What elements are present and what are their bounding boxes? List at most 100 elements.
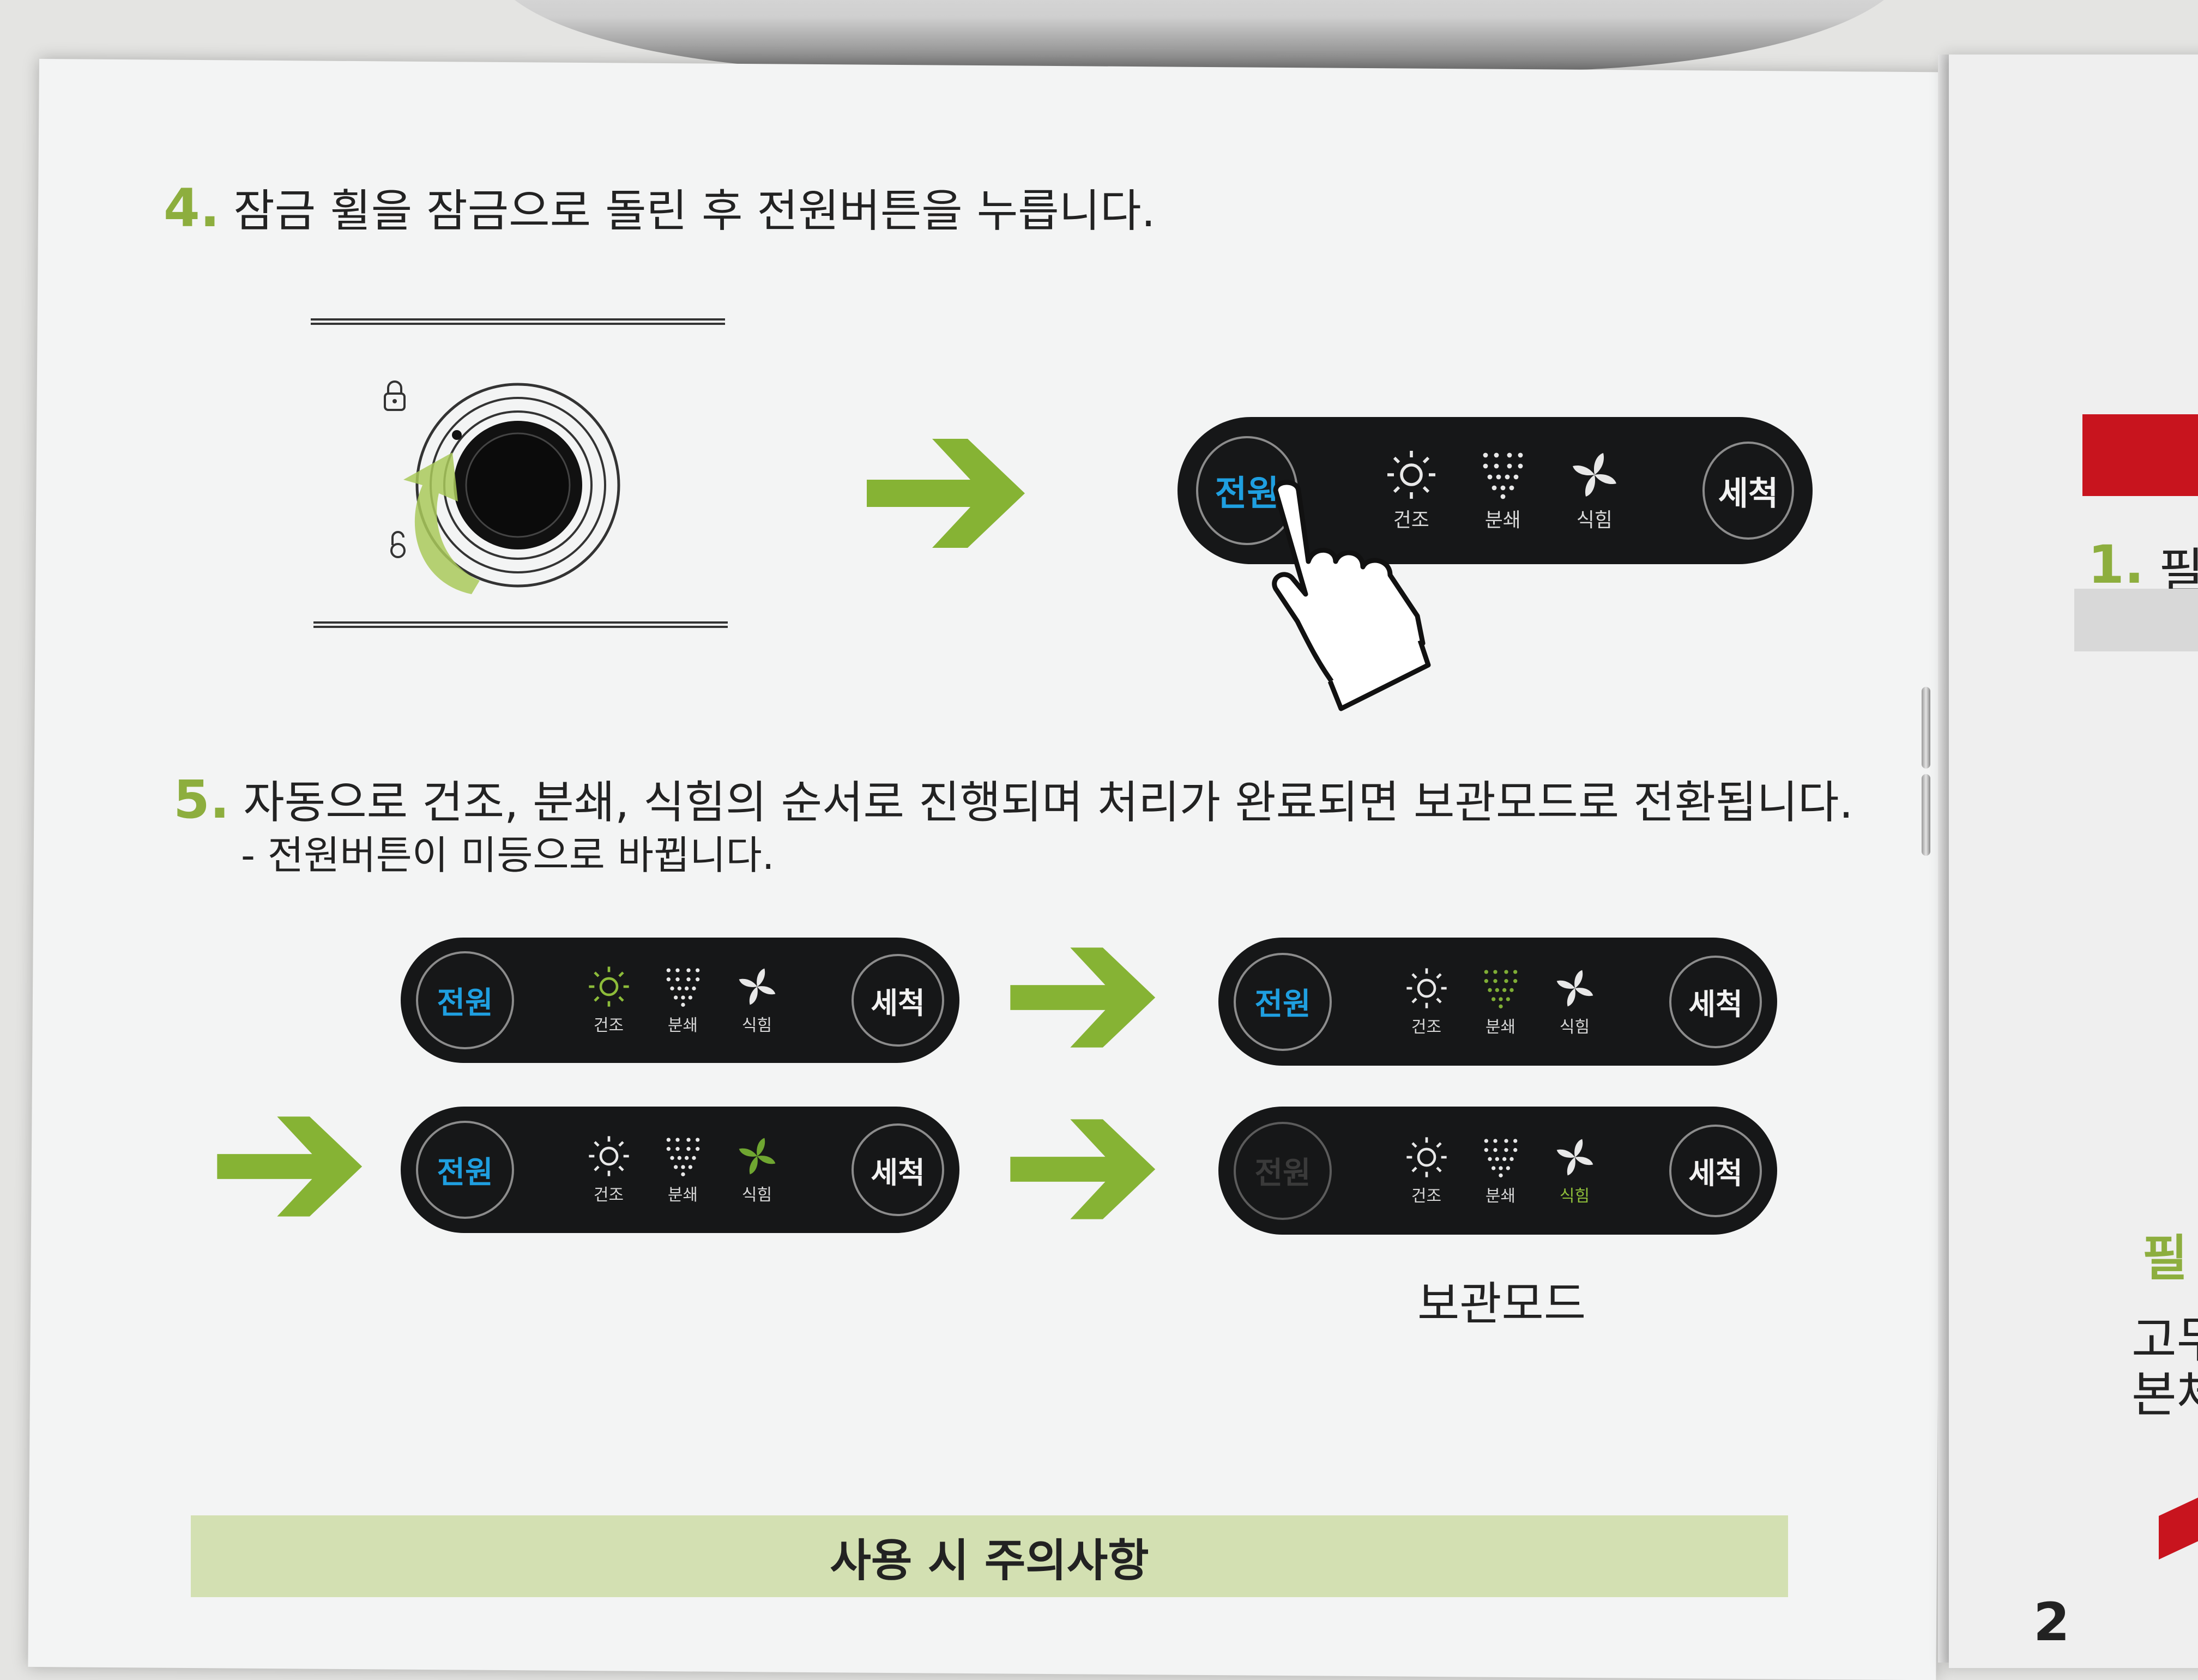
arrow-right-icon — [213, 1107, 382, 1226]
wash-button[interactable]: 세척 — [1669, 1124, 1762, 1217]
wash-button[interactable]: 세척 — [1669, 955, 1762, 1048]
cool-label: 식힘 — [741, 1016, 772, 1035]
panel-grind-stage: 전원 건조 분쇄 식힘 세척 — [1218, 938, 1777, 1066]
dry-indicator: 건조 — [587, 1134, 631, 1205]
power-button[interactable]: 전원 — [1234, 952, 1332, 1051]
mode-icons: 건조 분쇄 식힘 — [587, 1134, 779, 1205]
sun-icon — [1406, 968, 1447, 1008]
mode-icons: 건조 분쇄 식힘 — [1405, 1135, 1597, 1206]
grind-indicator: 분쇄 — [661, 1134, 705, 1205]
lock-wheel-illustration — [371, 365, 654, 618]
step-5-subnote: - 전원버튼이 미등으로 바뀝니다. — [241, 832, 775, 878]
cool-label: 식힘 — [1559, 1186, 1590, 1206]
dry-indicator: 건조 — [1385, 449, 1438, 533]
step-number: 5. — [173, 769, 230, 830]
grind-indicator-active: 분쇄 — [1479, 966, 1523, 1037]
step-number: 4. — [164, 178, 220, 239]
right-step-2-number: 2 — [2033, 1592, 2070, 1653]
wash-button[interactable]: 세척 — [1702, 442, 1794, 540]
cool-indicator: 식힘 — [1553, 1135, 1597, 1206]
arrow-right-icon — [1006, 938, 1175, 1057]
mode-icons: 건조 분쇄 식힘 — [587, 965, 779, 1036]
grind-label: 분쇄 — [667, 1016, 698, 1035]
divider — [311, 318, 725, 325]
hand-pointer-icon — [1254, 480, 1439, 716]
cool-indicator: 식힘 — [1568, 449, 1621, 533]
grind-label: 분쇄 — [1485, 1186, 1516, 1206]
fan-icon — [739, 968, 775, 1005]
wash-label: 세척 — [1688, 1156, 1743, 1190]
sun-icon — [588, 966, 629, 1007]
dry-indicator: 건조 — [1405, 966, 1448, 1037]
arrow-right-icon — [867, 428, 1041, 559]
wash-label: 세척 — [871, 986, 925, 1020]
power-button[interactable]: 전원 — [416, 1121, 514, 1219]
dry-indicator: 건조 — [1405, 1135, 1448, 1206]
step-text: 자동으로 건조, 분쇄, 식힘의 순서로 진행되며 처리가 완료되면 보관모드로… — [243, 777, 1853, 829]
sun-icon — [1387, 451, 1435, 499]
dry-label: 건조 — [593, 1186, 624, 1205]
power-label: 전원 — [437, 985, 493, 1021]
step-5-heading: 5. 자동으로 건조, 분쇄, 식힘의 순서로 진행되며 처리가 완료되면 보관… — [173, 766, 1853, 831]
sun-icon — [1406, 1137, 1447, 1177]
wash-button[interactable]: 세척 — [852, 1123, 944, 1216]
staple — [1922, 774, 1930, 856]
fan-icon — [1556, 1139, 1593, 1175]
control-panel: 전원 건조 분쇄 식힘 세척 — [1178, 417, 1813, 564]
wash-label: 세척 — [871, 1155, 925, 1190]
grind-dots-icon — [1484, 1138, 1517, 1177]
power-button[interactable]: 전원 — [416, 951, 514, 1049]
right-gray-note — [2074, 589, 2198, 651]
divider — [313, 621, 728, 628]
grind-label: 분쇄 — [1484, 509, 1521, 531]
dry-label: 건조 — [1411, 1017, 1442, 1037]
storage-mode-caption: 보관모드 — [1417, 1277, 1586, 1331]
cool-label: 식힘 — [1559, 1017, 1590, 1037]
power-label: 전원 — [1215, 474, 1279, 514]
power-button-dimmed[interactable]: 전원 — [1234, 1121, 1332, 1220]
right-step-1-number: 1. — [2088, 534, 2145, 595]
panel-dry-stage: 전원 건조 분쇄 식힘 세척 — [401, 938, 959, 1063]
wash-label: 세척 — [1718, 474, 1779, 513]
cool-label: 식힘 — [1576, 509, 1613, 531]
wash-button[interactable]: 세척 — [852, 954, 944, 1047]
panel-cool-stage: 전원 건조 분쇄 식힘 세척 — [401, 1107, 959, 1233]
fan-icon — [1572, 453, 1616, 497]
step-4-heading: 4. 잠금 휠을 잠금으로 돌린 후 전원버튼을 누릅니다. — [164, 174, 1156, 239]
dry-label: 건조 — [1411, 1186, 1442, 1206]
grind-dots-icon — [666, 1138, 699, 1176]
cool-indicator: 식힘 — [1553, 966, 1597, 1037]
unlock-icon — [390, 531, 406, 558]
dry-indicator-active: 건조 — [587, 965, 631, 1036]
dry-label: 건조 — [1393, 509, 1429, 531]
power-label: 전원 — [1254, 1156, 1311, 1191]
arrow-right-icon — [1006, 1109, 1175, 1229]
grind-indicator: 분쇄 — [661, 965, 705, 1036]
cool-indicator-active: 식힘 — [735, 1134, 779, 1205]
power-label: 전원 — [1254, 987, 1311, 1022]
lock-icon — [384, 380, 406, 411]
device-edge — [491, 0, 1908, 71]
red-heading-bar — [2082, 414, 2198, 496]
booklet-right-page — [1949, 55, 2198, 1668]
caution-section-header: 사용 시 주의사항 — [191, 1515, 1788, 1597]
right-body-line: 본체 — [2131, 1366, 2198, 1423]
fan-icon — [739, 1138, 775, 1175]
grind-dots-icon — [666, 968, 699, 1007]
mode-icons: 건조 분쇄 식힘 — [1405, 966, 1597, 1037]
cool-indicator: 식힘 — [735, 965, 779, 1036]
right-subheading: 필 — [2142, 1230, 2188, 1287]
step-text: 잠금 휠을 잠금으로 돌린 후 전원버튼을 누릅니다. — [233, 185, 1156, 237]
grind-dots-icon — [1484, 969, 1517, 1008]
grind-label: 분쇄 — [1485, 1017, 1516, 1037]
mode-icons: 건조 분쇄 식힘 — [1385, 449, 1621, 533]
caution-title: 사용 시 주의사항 — [830, 1534, 1149, 1587]
cool-label: 식힘 — [741, 1186, 772, 1205]
wash-label: 세척 — [1688, 987, 1743, 1022]
grind-indicator: 분쇄 — [1477, 449, 1529, 533]
grind-indicator: 분쇄 — [1479, 1135, 1523, 1206]
panel-storage-mode: 전원 건조 분쇄 식힘 세척 — [1218, 1107, 1777, 1235]
grind-dots-icon — [1483, 452, 1523, 499]
right-body-line: 고무 — [2131, 1312, 2198, 1369]
power-label: 전원 — [437, 1155, 493, 1190]
